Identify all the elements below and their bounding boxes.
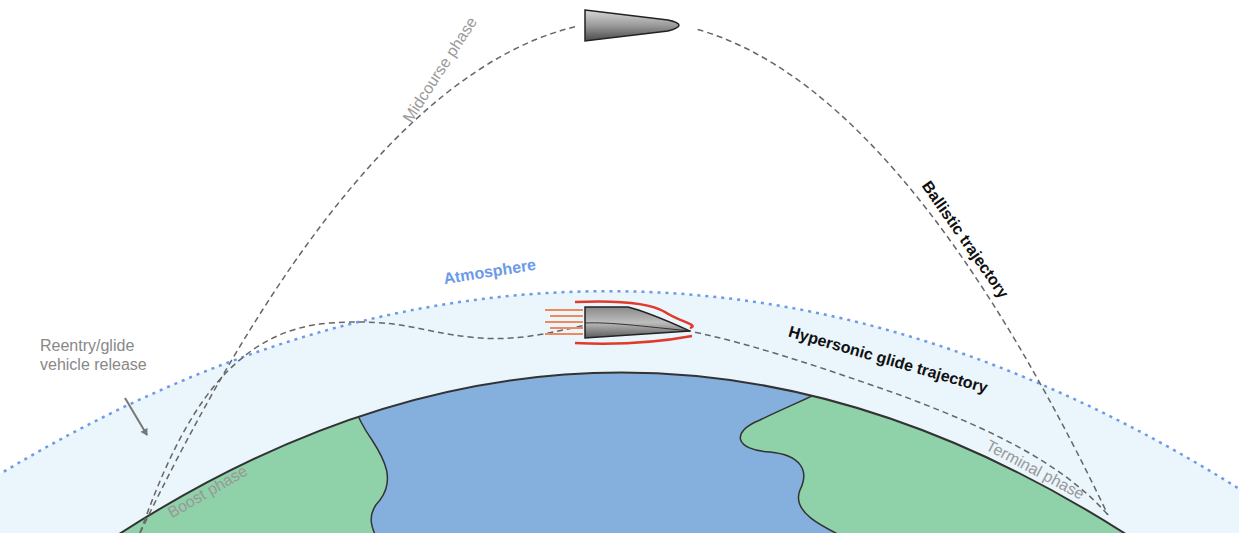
callout-label: Reentry/glide vehicle release — [40, 336, 160, 374]
ballistic-trajectory — [140, 20, 1108, 533]
earth — [100, 360, 1150, 533]
atmosphere-label: Atmosphere — [442, 255, 537, 289]
land-right — [740, 370, 1150, 533]
atmosphere-boundary — [0, 291, 1239, 495]
earth-outline — [110, 373, 1135, 533]
phase-label: Midcourse phase — [399, 14, 481, 127]
release-arrow — [125, 398, 147, 435]
glide-vehicle — [545, 301, 693, 343]
trajectory-label: Ballistic trajectory — [917, 178, 1012, 303]
reentry-vehicle — [575, 0, 695, 50]
land-left — [100, 360, 388, 533]
glide-trajectory — [140, 322, 1108, 533]
